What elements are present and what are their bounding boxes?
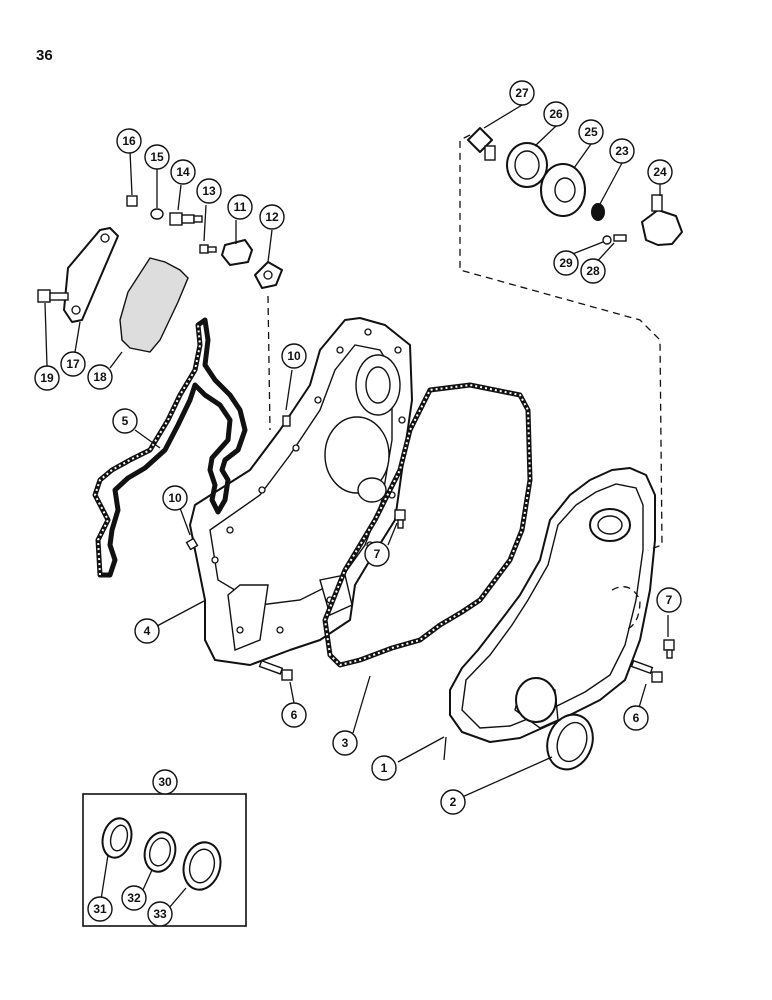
callout-4: 4	[134, 618, 160, 644]
callout-13: 13	[196, 178, 222, 204]
gasket-18	[119, 257, 189, 353]
callout-16: 16	[116, 128, 142, 154]
washer-29	[602, 235, 612, 245]
washer-23	[591, 203, 605, 221]
callout-label: 18	[93, 370, 107, 384]
callout-label: 17	[66, 357, 80, 371]
bolt-19	[37, 289, 69, 303]
bolt-13	[199, 244, 217, 254]
callout-29: 29	[553, 250, 579, 276]
callout-label: 33	[153, 907, 167, 921]
callout-label: 26	[549, 107, 563, 121]
callout-label: 28	[586, 264, 600, 278]
callout-label: 27	[515, 86, 529, 100]
callout-label: 6	[633, 711, 640, 725]
callout-27: 27	[509, 80, 535, 106]
housing-gasket-left	[92, 317, 248, 578]
callout-label: 25	[584, 125, 598, 139]
callout-label: 5	[122, 414, 129, 428]
callout-31: 31	[87, 896, 113, 922]
callout-19: 19	[34, 365, 60, 391]
bolt-6-right	[630, 659, 663, 683]
assembly-dashed-bracket	[459, 134, 663, 551]
housing-gasket-center	[322, 382, 533, 668]
plate-17	[63, 227, 119, 323]
callout-label: 7	[374, 547, 381, 561]
callout-label: 14	[176, 165, 190, 179]
callout-7-center: 7	[364, 541, 390, 567]
gasket-12	[254, 261, 283, 289]
oring-15	[150, 208, 164, 220]
callout-10-upper: 10	[281, 343, 307, 369]
callout-label: 15	[150, 150, 164, 164]
leader-lines	[44, 104, 669, 909]
front-gear-cover	[449, 467, 656, 743]
bolt-6-left	[258, 659, 293, 681]
callout-label: 11	[234, 200, 247, 214]
callout-label: 29	[559, 256, 573, 270]
callout-label: 13	[202, 184, 216, 198]
cover-11	[221, 239, 253, 266]
bolt-7-right	[663, 639, 675, 659]
callout-23: 23	[609, 138, 635, 164]
callout-25: 25	[578, 119, 604, 145]
callout-label: 1	[381, 761, 388, 775]
seal-26	[506, 142, 548, 188]
callout-32: 32	[121, 885, 147, 911]
callout-label: 2	[450, 795, 457, 809]
callout-label: 32	[127, 891, 141, 905]
callout-14: 14	[170, 159, 196, 185]
callout-15: 15	[144, 144, 170, 170]
callout-30: 30	[152, 769, 178, 795]
callout-label: 10	[287, 349, 301, 363]
housing-dashed-line	[267, 295, 271, 431]
callout-label: 19	[40, 371, 54, 385]
bolt-28	[613, 234, 627, 242]
callout-26: 26	[543, 101, 569, 127]
gear-housing	[189, 317, 413, 666]
callout-label: 7	[666, 593, 673, 607]
dowel-10-lower	[185, 537, 199, 551]
callout-label: 31	[93, 902, 107, 916]
callout-label: 30	[158, 775, 172, 789]
callout-label: 23	[615, 144, 629, 158]
callout-17: 17	[60, 351, 86, 377]
callout-label: 3	[342, 736, 349, 750]
plug-16	[126, 195, 138, 207]
callout-11: 11	[227, 194, 253, 220]
front-seal	[546, 713, 594, 771]
callout-2: 2	[440, 789, 466, 815]
dowel-10-upper	[282, 415, 291, 427]
callout-7-right: 7	[656, 587, 682, 613]
bolt-7-center	[394, 509, 406, 529]
callout-12: 12	[259, 204, 285, 230]
callout-6-right: 6	[623, 705, 649, 731]
callout-label: 12	[265, 210, 279, 224]
callout-10-lower: 10	[162, 485, 188, 511]
fitting-27	[467, 127, 496, 161]
callout-6-left: 6	[281, 702, 307, 728]
callout-label: 10	[168, 491, 182, 505]
fitting-24	[641, 194, 683, 246]
callout-18: 18	[87, 364, 113, 390]
callout-label: 4	[144, 624, 151, 638]
callout-33: 33	[147, 901, 173, 927]
page-number: 36	[36, 47, 53, 64]
callout-28: 28	[580, 258, 606, 284]
pulley-25	[540, 163, 586, 217]
callout-24: 24	[647, 159, 673, 185]
callout-3: 3	[332, 730, 358, 756]
callout-label: 6	[291, 708, 298, 722]
callout-5: 5	[112, 408, 138, 434]
callout-label: 16	[122, 134, 136, 148]
callout-1: 1	[371, 755, 397, 781]
callout-label: 24	[653, 165, 667, 179]
sensor-14	[169, 212, 203, 226]
